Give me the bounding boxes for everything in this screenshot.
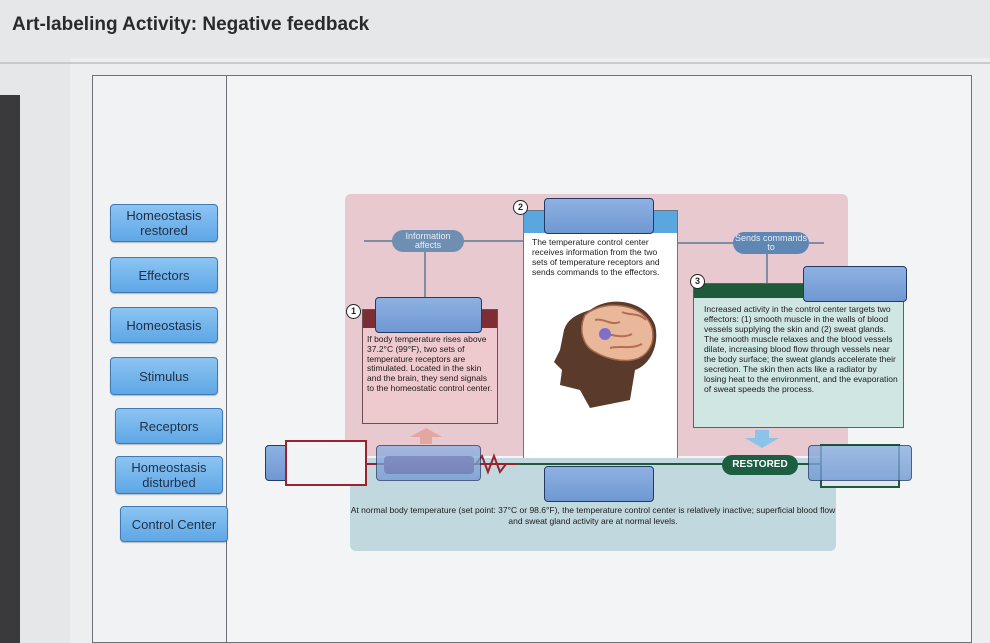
drop-target-restored[interactable] [808,445,912,481]
step-1-badge: 1 [346,304,361,319]
title-divider [0,62,990,64]
arrow-up-icon [410,428,442,444]
drop-target-effectors[interactable] [803,266,907,302]
information-affects-pill: Information affects [392,230,464,252]
drop-target-disturbed[interactable] [376,445,481,481]
label-control-center[interactable]: Control Center [120,506,228,542]
sends-commands-pill: Sends commands to [733,232,809,254]
step-3-badge: 3 [690,274,705,289]
effectors-text: Increased activity in the control center… [704,304,898,394]
label-stimulus[interactable]: Stimulus [110,357,218,395]
restored-line [517,463,820,465]
step-2-badge: 2 [513,200,528,215]
label-receptors[interactable]: Receptors [115,408,223,444]
drop-target-disturbed-frame[interactable] [285,440,367,486]
connector-line [424,240,426,310]
label-homeostasis[interactable]: Homeostasis [110,307,218,343]
drop-target-receptors[interactable] [375,297,482,333]
label-effectors[interactable]: Effectors [110,257,218,293]
arrow-down-icon [745,430,779,448]
page-title: Art-labeling Activity: Negative feedback [12,14,370,35]
restored-badge: RESTORED [722,455,798,475]
connector-line [766,242,768,284]
effectors-box: Increased activity in the control center… [693,283,904,428]
drop-target-homeostasis[interactable] [544,466,654,502]
receptors-text: If body temperature rises above 37.2°C (… [367,334,493,393]
set-point-text: At normal body temperature (set point: 3… [350,505,836,526]
label-homeostasis-restored[interactable]: Homeostasis restored [110,204,218,242]
drop-target-control[interactable] [544,198,654,234]
fluctuation-wave [475,453,518,475]
control-center-text: The temperature control center receives … [532,237,660,277]
left-edge-strip [0,95,20,643]
head-brain-illustration [554,301,657,408]
label-homeostasis-disturbed[interactable]: Homeostasis disturbed [115,456,223,494]
